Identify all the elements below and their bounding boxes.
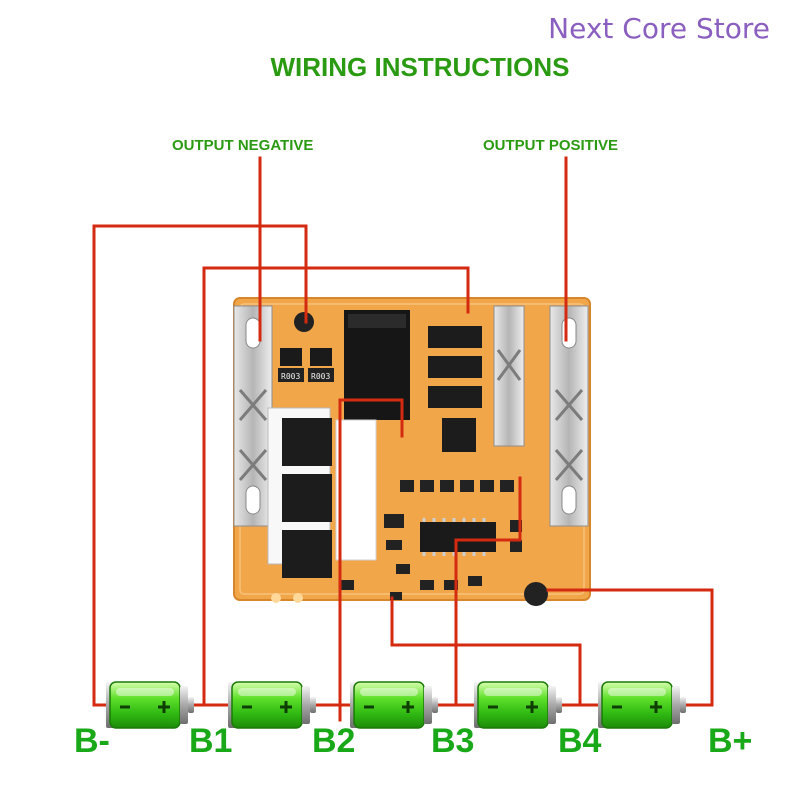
wire-b-minus — [92, 224, 308, 707]
resistor-marking: R003 — [281, 372, 300, 381]
mounting-hole — [524, 582, 548, 606]
terminal-label: B3 — [431, 722, 475, 760]
battery-cell — [228, 681, 316, 729]
terminal-label: B- — [74, 722, 110, 760]
mounting-hole — [294, 312, 314, 332]
wire-b1 — [184, 266, 470, 707]
page-title: WIRING INSTRUCTIONS — [270, 52, 570, 82]
output-negative-label: OUTPUT NEGATIVE — [172, 137, 314, 154]
right-metal-strip — [549, 305, 589, 527]
store-name: Next Core Store — [548, 12, 770, 45]
resistor-marking: R003 — [311, 372, 330, 381]
battery-cell — [598, 681, 686, 729]
left-metal-strip — [233, 305, 273, 527]
wire-b3 — [390, 596, 582, 707]
terminal-label: B4 — [558, 722, 602, 760]
output-positive-label: OUTPUT POSITIVE — [483, 137, 619, 154]
wire-b2 — [338, 398, 404, 722]
wire-b4 — [454, 476, 522, 707]
wires — [92, 156, 714, 722]
wire-b-plus — [546, 588, 714, 707]
diode-array — [428, 326, 482, 408]
battery-cells — [106, 681, 686, 729]
small-ic — [442, 418, 476, 452]
battery-cell — [350, 681, 438, 729]
inductor — [344, 310, 410, 420]
terminal-label: B+ — [708, 722, 753, 760]
terminal-label: B2 — [312, 722, 356, 760]
main-ic — [420, 518, 496, 556]
resistor-pair: R003 R003 — [278, 348, 334, 382]
terminal-label: B1 — [189, 722, 233, 760]
middle-metal-strip — [493, 305, 525, 447]
mosfet-column — [267, 407, 377, 578]
battery-cell — [474, 681, 562, 729]
battery-cell — [106, 681, 194, 729]
